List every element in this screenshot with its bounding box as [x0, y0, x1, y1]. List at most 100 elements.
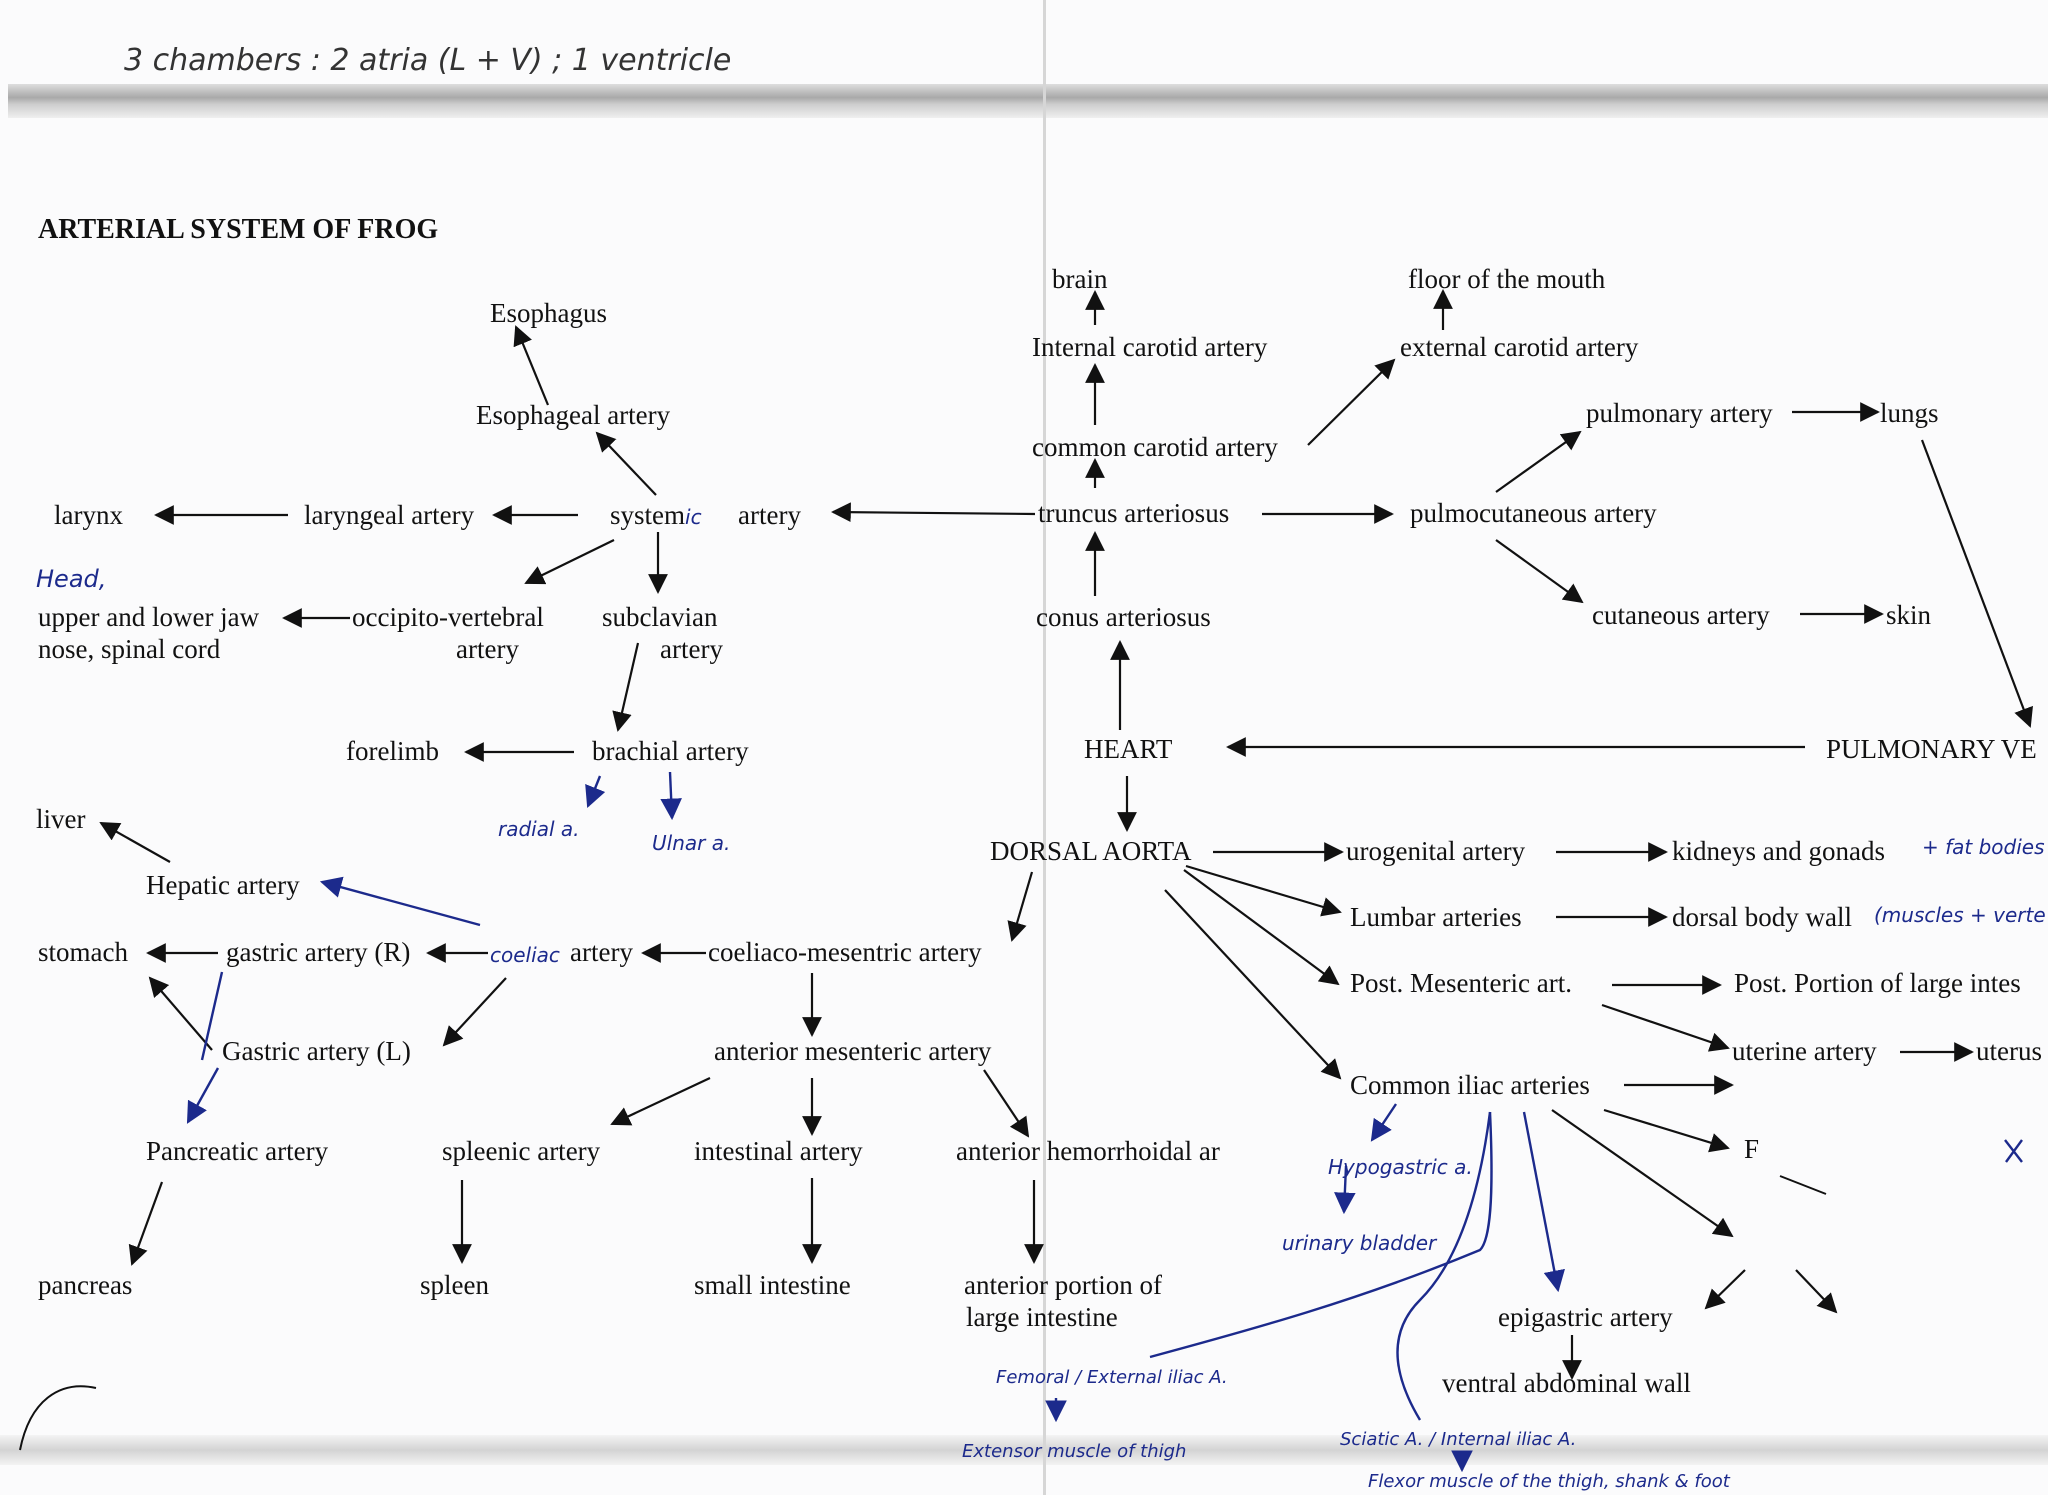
hw-line-sciatic: [1396, 1111, 1492, 1421]
node-anterior-portion: anterior portion of: [964, 1270, 1162, 1300]
node-nose-spinal-cord: nose, spinal cord: [38, 634, 221, 664]
node-kidneys-gonads: kidneys and gonads: [1672, 836, 1885, 866]
arrow-pulmocut-to-pulmonary: [1495, 430, 1582, 493]
node-cutaneous-artery: cutaneous artery: [1592, 600, 1770, 630]
arrow-iliac-to-f: [1603, 1108, 1730, 1153]
node-occipito-vertebral: occipito-vertebral: [352, 602, 544, 632]
arrow-lungs-to-pvein: [1920, 439, 2033, 728]
arrow-truncus-to-systemic: [831, 502, 1036, 523]
arrow-pulmocut-to-cutaneous: [1495, 539, 1584, 604]
node-stomach: stomach: [38, 937, 128, 967]
node-pancreas: pancreas: [38, 1270, 133, 1300]
node-systemic-artery-2: artery: [738, 500, 801, 530]
node-pulmonary-vein: PULMONARY VE: [1826, 734, 2037, 764]
hw-extensor: Extensor muscle of thigh: [962, 1441, 1187, 1462]
arrow-subclavian-to-brachial: [612, 642, 640, 732]
systemic-label-part1: system: [610, 500, 686, 530]
arrow-hepatic-to-liver: [99, 822, 171, 863]
arrow-gastric-l-to-stomach: [148, 976, 213, 1051]
node-lumbar-arteries: Lumbar arteries: [1350, 902, 1522, 932]
node-laryngeal-artery: laryngeal artery: [304, 500, 475, 530]
arrow-aorta-to-coeliaco: [1007, 871, 1034, 942]
node-post-mesenteric: Post. Mesenteric art.: [1350, 968, 1572, 998]
hw-arrow-coeliac-to-hepatic: [319, 876, 481, 927]
scan-shadow-band-top: [8, 84, 2048, 118]
node-heart: HEART: [1084, 734, 1173, 764]
arrow-aorta-to-lumbar: [1185, 864, 1342, 917]
node-pulmocutaneous-artery: pulmocutaneous artery: [1410, 498, 1657, 528]
hw-urinary-bladder: urinary bladder: [1282, 1231, 1437, 1255]
node-external-carotid: external carotid artery: [1400, 332, 1639, 362]
node-floor-of-mouth: floor of the mouth: [1408, 264, 1606, 294]
hw-arrow-radial: [585, 775, 606, 809]
hw-fat-bodies: + fat bodies: [1922, 835, 2045, 859]
arrow-aorta-to-iliac: [1164, 889, 1342, 1080]
hw-hypogastric: Hypogastric a.: [1328, 1155, 1473, 1179]
arrow-systemic-to-esophageal: [595, 431, 657, 496]
scan-shadow-band-bottom: [0, 1435, 2048, 1465]
page-title: ARTERIAL SYSTEM OF FROG: [38, 214, 439, 245]
arrow-systemic-to-occipito: [524, 539, 615, 585]
arrow-postmes-to-uterine: [1601, 1003, 1730, 1052]
node-occipito-vertebral-2: artery: [456, 634, 519, 664]
node-uterine-artery: uterine artery: [1732, 1036, 1877, 1066]
arrow-aorta-to-postmes: [1183, 869, 1340, 986]
hw-line-femoral: [1149, 1111, 1493, 1359]
node-small-intestine: small intestine: [694, 1270, 851, 1300]
arrow-lower-right: [1795, 1269, 1838, 1314]
node-gastric-artery-l: Gastric artery (L): [222, 1036, 411, 1066]
node-gastric-artery-r: gastric artery (R): [226, 937, 411, 967]
arrow-ant-mes-to-spleenic: [610, 1077, 711, 1126]
systemic-label-handwritten: ic: [685, 505, 702, 529]
node-hepatic-artery: Hepatic artery: [146, 870, 300, 900]
node-larynx: larynx: [54, 500, 123, 530]
node-pancreatic-artery: Pancreatic artery: [146, 1136, 329, 1166]
hw-ulnar: Ulnar a.: [652, 831, 731, 855]
node-dorsal-body-wall: dorsal body wall: [1672, 902, 1852, 932]
node-uterus: uterus: [1976, 1036, 2042, 1066]
arrow-pancreatic-to-pancreas: [128, 1181, 164, 1266]
node-anterior-mesenteric-artery: anterior mesenteric artery: [714, 1036, 992, 1066]
node-spleen: spleen: [420, 1270, 489, 1300]
node-esophagus: Esophagus: [490, 298, 607, 328]
node-dorsal-aorta: DORSAL AORTA: [990, 836, 1192, 866]
node-f-label: F: [1744, 1134, 1760, 1164]
node-post-portion-large-int: Post. Portion of large intes: [1734, 968, 2021, 998]
arrow-ant-mes-to-hemorrhoidal: [983, 1069, 1030, 1138]
node-liver: liver: [36, 804, 86, 834]
node-subclavian: subclavian: [602, 602, 718, 632]
hw-flexor: Flexor muscle of the thigh, shank & foot: [1368, 1471, 1730, 1492]
hw-sciatic: Sciatic A. / Internal iliac A.: [1340, 1429, 1577, 1450]
node-large-intestine: large intestine: [966, 1302, 1118, 1332]
node-common-carotid: common carotid artery: [1032, 432, 1278, 462]
header-note: 3 chambers : 2 atria (L + V) ; 1 ventric…: [124, 43, 732, 78]
page-fold-line: [1043, 0, 1046, 1495]
node-brain: brain: [1052, 264, 1108, 294]
node-esophageal-artery: Esophageal artery: [476, 400, 671, 430]
stray-line-right: [1779, 1175, 1827, 1195]
hw-arrow-hypogastric: [1370, 1103, 1397, 1142]
hw-arrow-epigastric: [1522, 1111, 1565, 1293]
corner-curve: [19, 1385, 97, 1451]
node-anterior-hemorrhoidal: anterior hemorrhoidal ar: [956, 1136, 1220, 1166]
hw-coeliac: coeliac: [490, 943, 560, 967]
arrow-coeliac-to-gastric-l: [442, 977, 507, 1047]
node-urogenital-artery: urogenital artery: [1346, 836, 1526, 866]
node-epigastric-artery: epigastric artery: [1498, 1302, 1673, 1332]
node-subclavian-2: artery: [660, 634, 723, 664]
hw-arrow-pancreatic: [186, 1067, 220, 1124]
hw-femoral: Femoral / External iliac A.: [996, 1367, 1228, 1388]
node-spleenic-artery: spleenic artery: [442, 1136, 601, 1166]
node-intestinal-artery: intestinal artery: [694, 1136, 863, 1166]
node-coeliac-artery: artery: [570, 937, 633, 967]
node-coeliaco-mesentric-artery: coeliaco-mesentric artery: [708, 937, 982, 967]
hw-radial: radial a.: [498, 817, 580, 841]
node-ventral-abdominal-wall: ventral abdominal wall: [1442, 1368, 1691, 1398]
arrow-lower-left: [1704, 1269, 1746, 1310]
node-lungs: lungs: [1880, 398, 1939, 428]
node-forelimb: forelimb: [346, 736, 439, 766]
node-common-iliac: Common iliac arteries: [1350, 1070, 1590, 1100]
hw-strike-x: [2004, 1139, 2023, 1163]
